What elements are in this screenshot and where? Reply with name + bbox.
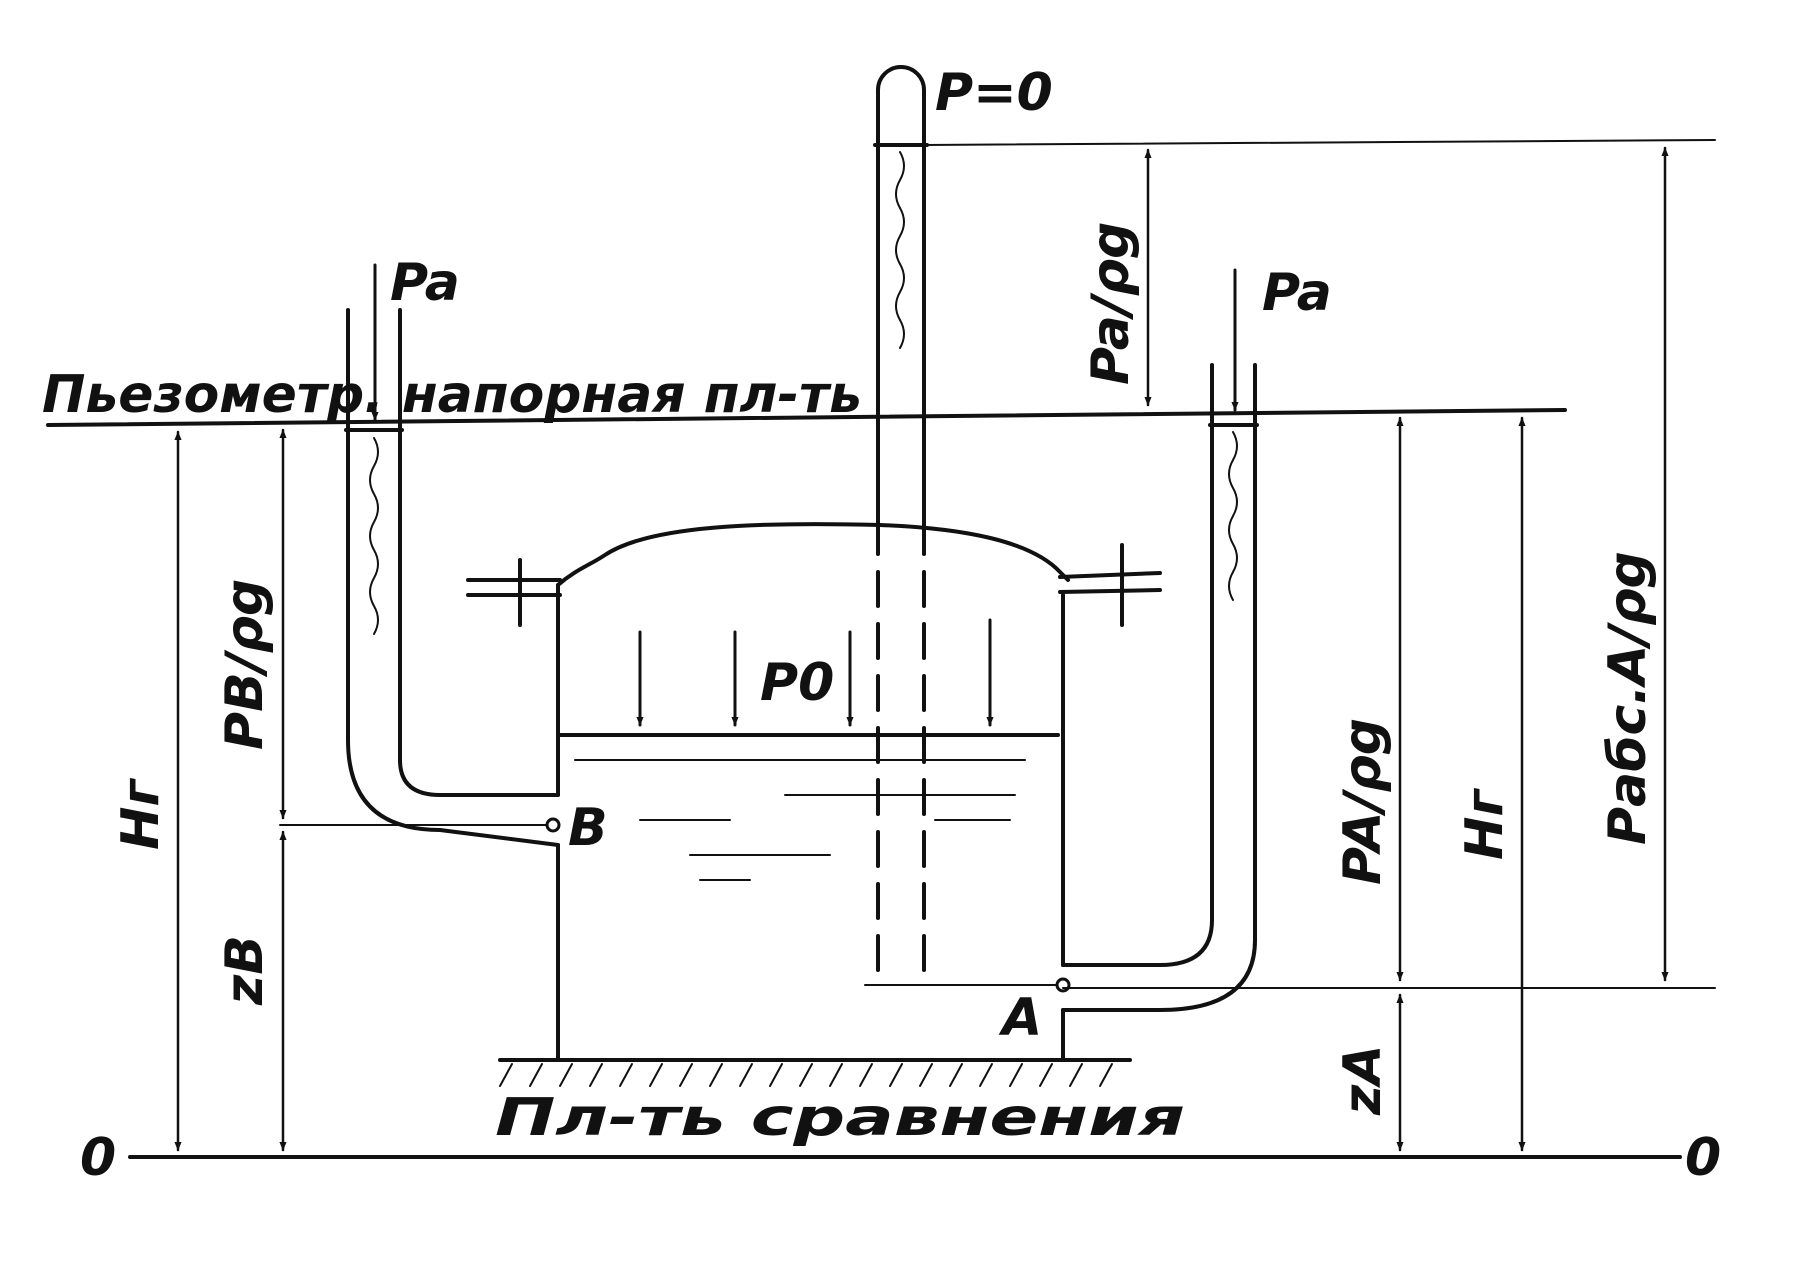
comparison-plane-label: Пл-ть сравнения bbox=[495, 1088, 1185, 1148]
pb-head-label: PB/ρg bbox=[215, 579, 275, 750]
pa-point-head-label: PA/ρg bbox=[1333, 718, 1393, 885]
dimension-arrows bbox=[174, 146, 1669, 1152]
vacuum-tube bbox=[873, 65, 929, 982]
p-abs-head-label: Pабс.A/ρg bbox=[1598, 551, 1658, 845]
p0-label: P0 bbox=[760, 653, 834, 713]
right-piezometer bbox=[1061, 363, 1259, 1012]
pa-left-label: Pa bbox=[390, 253, 460, 313]
extension-lines bbox=[279, 139, 1716, 989]
piezometric-plane-line bbox=[46, 408, 1567, 427]
piezometric-plane-label: Пьезометр. напорная пл-ть bbox=[42, 365, 862, 425]
p0-arrows bbox=[636, 618, 994, 727]
hg-left-label: Hг bbox=[111, 777, 171, 850]
pa-head-label: Pa/ρg bbox=[1081, 222, 1141, 385]
za-label: zA bbox=[1333, 1044, 1393, 1116]
zero-left-label: 0 bbox=[80, 1128, 116, 1188]
point-b-marker bbox=[545, 817, 561, 833]
left-piezometer bbox=[344, 308, 560, 847]
p-zero-label: P=0 bbox=[935, 63, 1053, 123]
zb-label: zB bbox=[215, 935, 275, 1006]
pa-right-label: Pa bbox=[1262, 263, 1332, 323]
zero-right-label: 0 bbox=[1685, 1128, 1721, 1188]
ground-hatching bbox=[498, 1058, 1132, 1087]
hg-right-label: Hг bbox=[1455, 787, 1515, 860]
point-b-label: B bbox=[568, 798, 608, 858]
closed-tank bbox=[466, 522, 1162, 1062]
point-a-label: A bbox=[998, 988, 1042, 1048]
point-a-marker bbox=[1055, 977, 1071, 993]
liquid-surface bbox=[558, 733, 1060, 881]
